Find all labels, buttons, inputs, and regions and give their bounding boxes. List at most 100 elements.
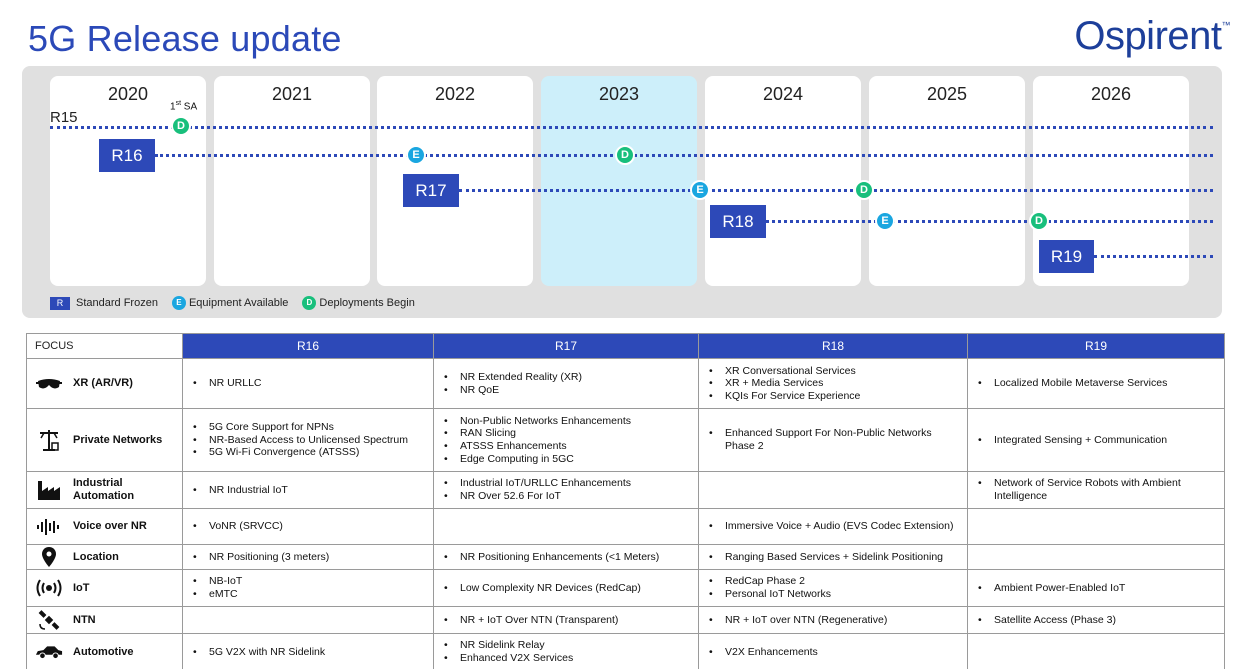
table-row: LocationNR Positioning (3 meters)NR Posi… [26,544,1225,570]
header-r16: R16 [182,333,434,359]
feature-item: NR Positioning Enhancements (<1 Meters) [442,551,692,564]
release-cell: RedCap Phase 2Personal IoT Networks [698,569,968,607]
feature-item: NB-IoT [191,575,427,588]
spirent-logo: Ospirent™ [1074,14,1230,59]
feature-list: NR Positioning (3 meters) [191,551,427,564]
release-cell: V2X Enhancements [698,633,968,669]
feature-list: Immersive Voice + Audio (EVS Codec Exten… [707,520,961,533]
feature-item: NR Extended Reality (XR) [442,371,692,384]
feature-item: Enhanced V2X Services [442,652,692,665]
feature-list: Integrated Sensing + Communication [976,434,1218,447]
feature-item: NR QoE [442,384,692,397]
table-row: NTN NR + IoT Over NTN (Transparent) NR + I… [26,606,1225,634]
year-card-2020: 2020 [50,76,206,286]
focus-label: NTN [73,613,96,626]
release-cell: Satellite Access (Phase 3) [967,606,1225,634]
focus-label: Industrial Automation [73,477,135,502]
feature-list: VoNR (SRVCC) [191,520,427,533]
feature-list: NR Industrial IoT [191,484,427,497]
release-cell: Immersive Voice + Audio (EVS Codec Exten… [698,508,968,545]
feature-item: Satellite Access (Phase 3) [976,614,1218,627]
satellite-icon [35,609,63,631]
table-row: IoTNB-IoTeMTCLow Complexity NR Devices (… [26,569,1225,607]
release-cell: Industrial IoT/URLLC EnhancementsNR Over… [433,471,699,509]
release-box-r17: R17 [403,174,459,207]
logo-o-mark: O [1074,14,1105,58]
trademark-mark: ™ [1221,20,1231,30]
release-cell: NR Positioning (3 meters) [182,544,434,570]
focus-label: Voice over NR [73,520,147,533]
release-box-r19: R19 [1039,240,1094,273]
r15-label: R15 [50,109,78,126]
legend-deployment-icon: D [302,296,317,310]
feature-item: NR + IoT over NTN (Regenerative) [707,614,961,627]
feature-item: Non-Public Networks Enhancements [442,415,692,428]
release-timeline: 2020 2021 2022 2023 2024 2025 2026 1st S… [22,66,1222,318]
feature-item: ATSSS Enhancements [442,440,692,453]
cell-tower-icon [35,428,63,452]
feature-item: Ranging Based Services + Sidelink Positi… [707,551,961,564]
focus-cell: IoT [26,569,183,607]
feature-list: Satellite Access (Phase 3) [976,614,1218,627]
feature-item: Industrial IoT/URLLC Enhancements [442,477,692,490]
feature-list: XR Conversational ServicesXR + Media Ser… [707,365,961,403]
feature-item: NR Positioning (3 meters) [191,551,427,564]
feature-item: NR URLLC [191,377,427,390]
equipment-marker-r18: E [875,211,895,231]
table-row: XR (AR/VR) NR URLLC NR Extended Reality (X… [26,358,1225,409]
legend-release-swatch: R [50,296,70,310]
header-focus: FOCUS [26,333,183,359]
timeline-legend: R Standard Frozen E Equipment Available … [50,296,429,310]
feature-item: Enhanced Support For Non-Public Networks… [707,427,961,452]
release-cell: NB-IoTeMTC [182,569,434,607]
feature-item: Localized Mobile Metaverse Services [976,377,1218,390]
r18-line [766,220,1213,223]
feature-item: Network of Service Robots with Ambient I… [976,477,1218,502]
deployment-marker-r15: D [171,116,191,136]
feature-item: Immersive Voice + Audio (EVS Codec Exten… [707,520,961,533]
feature-list: NR + IoT Over NTN (Transparent) [442,614,692,627]
feature-list: NR + IoT over NTN (Regenerative) [707,614,961,627]
focus-label: XR (AR/VR) [73,377,133,390]
table-row: Industrial Automation NR Industrial IoT In… [26,471,1225,509]
feature-list: NR Extended Reality (XR)NR QoE [442,371,692,396]
year-label: 2026 [1090,84,1132,104]
feature-list: 5G Core Support for NPNsNR-Based Access … [191,421,427,459]
feature-list: Non-Public Networks EnhancementsRAN Slic… [442,415,692,465]
car-icon [35,645,63,659]
logo-text: spirent [1104,14,1222,58]
year-label: 2021 [271,84,313,104]
feature-item: Low Complexity NR Devices (RedCap) [442,582,692,595]
feature-list: Localized Mobile Metaverse Services [976,377,1218,390]
deployment-marker-r18: D [1029,211,1049,231]
feature-item: 5G V2X with NR Sidelink [191,646,427,659]
feature-list: Industrial IoT/URLLC EnhancementsNR Over… [442,477,692,502]
factory-icon [35,479,63,501]
feature-item: V2X Enhancements [707,646,961,659]
feature-item: Ambient Power-Enabled IoT [976,582,1218,595]
release-cell: 5G Core Support for NPNsNR-Based Access … [182,408,434,472]
release-cell: Ambient Power-Enabled IoT [967,569,1225,607]
equipment-marker-r16: E [406,145,426,165]
feature-list: V2X Enhancements [707,646,961,659]
feature-item: eMTC [191,588,427,601]
focus-cell: Automotive [26,633,183,669]
year-label: 2022 [434,84,476,104]
release-cell: VoNR (SRVCC) [182,508,434,545]
release-cell: Network of Service Robots with Ambient I… [967,471,1225,509]
feature-item: KQIs For Service Experience [707,390,961,403]
feature-list: RedCap Phase 2Personal IoT Networks [707,575,961,600]
release-cell [433,508,699,545]
vr-headset-icon [35,377,63,391]
feature-item: RAN Slicing [442,427,692,440]
release-cell: NR Extended Reality (XR)NR QoE [433,358,699,409]
release-cell [967,508,1225,545]
feature-list: Ranging Based Services + Sidelink Positi… [707,551,961,564]
legend-equipment-available: Equipment Available [188,297,289,309]
year-card-2025: 2025 [869,76,1025,286]
release-cell: NR URLLC [182,358,434,409]
feature-item: NR + IoT Over NTN (Transparent) [442,614,692,627]
feature-item: Integrated Sensing + Communication [976,434,1218,447]
table-row: Private Networks5G Core Support for NPNs… [26,408,1225,472]
year-label: 2025 [926,84,968,104]
